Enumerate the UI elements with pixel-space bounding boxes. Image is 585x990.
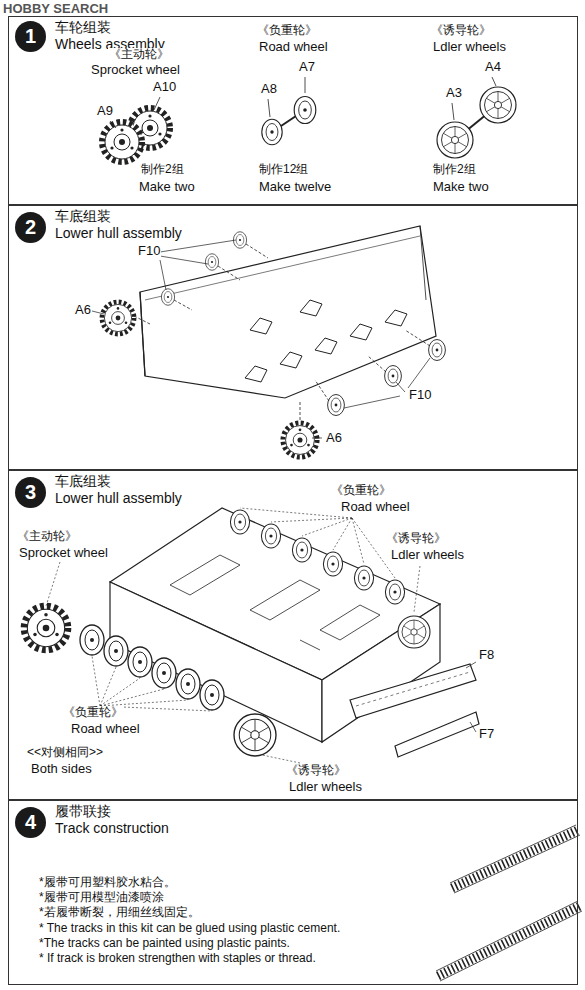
quantity-note: 制作12组 — [258, 163, 309, 177]
step-heading: 车底组装 — [55, 208, 111, 226]
part-label: 《诱导轮》 — [430, 24, 492, 38]
callout-number: A6 — [74, 303, 92, 318]
part-label: Road wheel — [340, 500, 411, 515]
part-label: 《诱导轮》 — [285, 764, 347, 778]
callout-number: A10 — [152, 80, 177, 95]
step-number: 2 — [15, 212, 46, 243]
callout-number: F7 — [478, 727, 495, 742]
part-label: 《负重轮》 — [256, 24, 318, 38]
part-label: 《诱导轮》 — [385, 532, 447, 546]
callout-number: A6 — [325, 431, 343, 446]
quantity-note: 制作2组 — [140, 163, 185, 177]
note-text: *若履带断裂，用细丝线固定。 — [38, 906, 201, 920]
note-text: <<对侧相同>> — [26, 746, 104, 760]
step-heading: Lower hull assembly — [55, 225, 182, 241]
note-text: *履带可用模型油漆喷涂 — [38, 891, 165, 905]
part-label: Ldler wheels — [288, 780, 363, 795]
callout-number: F10 — [137, 244, 161, 259]
part-label: 《主动轮》 — [16, 530, 78, 544]
quantity-note: Make two — [432, 180, 490, 195]
step-heading: 车底组装 — [55, 473, 111, 491]
note-text: *The tracks can be painted using plastic… — [38, 937, 291, 951]
step-number: 1 — [15, 21, 46, 52]
callout-number: A4 — [484, 60, 502, 75]
watermark: HOBBY SEARCH — [2, 2, 109, 17]
part-label: Road wheel — [70, 722, 141, 737]
quantity-note: 制作2组 — [432, 163, 477, 177]
part-label: Sprocket wheel — [90, 63, 181, 78]
part-label: Ldler wheels — [432, 40, 507, 55]
step-number-text: 4 — [25, 811, 36, 834]
part-label: 《负重轮》 — [62, 706, 124, 720]
step-heading: Lower hull assembly — [55, 490, 182, 506]
note-text: * If track is broken strengthen with sta… — [38, 952, 317, 966]
part-label: 《负重轮》 — [330, 484, 392, 498]
step-heading: Track construction — [55, 820, 169, 836]
step-number: 4 — [15, 807, 46, 838]
quantity-note: Make two — [138, 180, 196, 195]
step-panel: 车底组装Lower hull assembly 2 — [8, 205, 578, 470]
callout-number: A3 — [445, 86, 463, 101]
part-label: Sprocket wheel — [18, 546, 109, 561]
quantity-note: Make twelve — [258, 180, 332, 195]
note-text: *履带可用塑料胶水粘合。 — [38, 876, 177, 890]
callout-number: A7 — [298, 60, 316, 75]
part-label: Road wheel — [258, 40, 329, 55]
step-number-text: 2 — [25, 216, 36, 239]
callout-number: F8 — [478, 648, 495, 663]
note-text: Both sides — [30, 762, 93, 777]
step-heading: 履带联接 — [55, 803, 111, 821]
callout-number: F10 — [408, 388, 432, 403]
note-text: * The tracks in this kit can be glued us… — [38, 922, 341, 936]
step-number-text: 3 — [25, 481, 36, 504]
callout-number: A8 — [260, 82, 278, 97]
part-label: 《主动轮》 — [108, 48, 170, 62]
step-heading: 车轮组装 — [55, 19, 111, 37]
step-number-text: 1 — [25, 25, 36, 48]
step-number: 3 — [15, 477, 46, 508]
callout-number: A9 — [96, 104, 114, 119]
part-label: Ldler wheels — [390, 548, 465, 563]
